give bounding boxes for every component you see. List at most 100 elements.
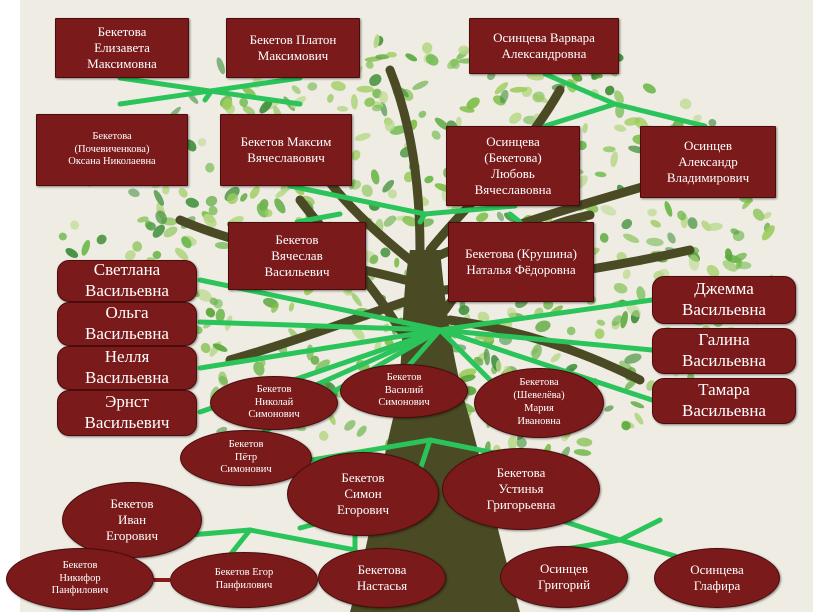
leaf (216, 57, 226, 75)
leaf (185, 197, 200, 208)
leaf (369, 74, 382, 87)
connector-line (417, 211, 428, 225)
leaf (162, 185, 170, 195)
leaf (205, 307, 216, 318)
leaf (571, 72, 583, 82)
leaf (516, 437, 527, 448)
leaf (600, 205, 617, 216)
leaf (624, 117, 640, 126)
node-beketova-mariya: Бекетова (Шевелёва) Мария Ивановна (474, 368, 604, 438)
leaf (434, 117, 450, 131)
leaf (622, 269, 631, 280)
leaf (687, 217, 698, 229)
node-nellya: Нелля Васильевна (57, 346, 197, 390)
leaf (708, 118, 717, 127)
leaf (222, 97, 233, 111)
leaf (242, 86, 256, 97)
leaf (384, 119, 395, 132)
leaf (706, 222, 723, 231)
leaf (604, 405, 614, 412)
leaf (197, 138, 207, 147)
leaf (70, 220, 80, 230)
leaf (603, 146, 616, 153)
leaf (181, 236, 192, 249)
connector-line (294, 211, 343, 225)
leaf (356, 425, 367, 437)
leaf (264, 209, 273, 218)
leaf (725, 248, 733, 262)
leaf (425, 54, 439, 66)
node-beketova-nastasya: Бекетова Настасья (318, 548, 446, 608)
leaf (132, 241, 143, 252)
node-beketov-platon: Бекетов Платон Максимович (226, 18, 360, 78)
leaf (476, 212, 489, 222)
leaf (509, 112, 522, 124)
leaf (692, 114, 702, 123)
leaf (137, 216, 149, 223)
leaf (369, 254, 379, 264)
leaf (405, 53, 418, 62)
leaf (526, 71, 545, 81)
leaf (613, 282, 628, 294)
leaf (240, 193, 248, 202)
leaf (706, 264, 720, 278)
leaf (450, 58, 460, 70)
leaf (155, 210, 168, 225)
leaf (373, 34, 380, 49)
connector-line (287, 183, 428, 217)
node-ernst: Эрнст Васильевич (57, 390, 197, 436)
leaf (174, 247, 189, 261)
connector-line (417, 437, 433, 473)
leaf (412, 80, 429, 90)
leaf (81, 239, 91, 256)
node-osintseva-varvara: Осинцева Варвара Александровна (469, 18, 619, 74)
leaf (477, 311, 490, 323)
leaf (466, 97, 480, 110)
leaf (535, 320, 551, 333)
leaf (365, 61, 374, 69)
connector-line (557, 517, 623, 543)
leaf (621, 421, 631, 431)
leaf (495, 360, 502, 373)
leaf (249, 186, 260, 199)
leaf (349, 179, 356, 190)
node-beketov-maksim: Бекетов Максим Вячеславович (220, 114, 352, 186)
leaf (387, 189, 398, 199)
leaf (677, 210, 687, 221)
leaf (274, 198, 286, 214)
node-olga: Ольга Васильевна (57, 302, 197, 346)
connector-line (542, 101, 618, 129)
leaf (431, 130, 441, 140)
node-beketov-simon: Бекетов Симон Егорович (287, 452, 439, 536)
leaf (327, 94, 334, 103)
leaf (178, 188, 188, 198)
leaf (642, 83, 656, 94)
leaf (331, 81, 346, 91)
leaf (370, 169, 380, 185)
leaf (200, 342, 211, 354)
leaf (291, 85, 301, 95)
connector-line (507, 211, 523, 225)
leaf (650, 219, 662, 228)
node-galina: Галина Васильевна (652, 328, 796, 374)
leaf (458, 45, 470, 55)
leaf (336, 105, 349, 112)
tree-branch (385, 65, 425, 255)
node-osintsev-grigoriy: Осинцев Григорий (500, 546, 628, 608)
leaf (275, 188, 288, 198)
leaf (383, 215, 397, 227)
leaf (499, 89, 509, 104)
node-beketova-natalya: Бекетова (Крушина) Наталья Фёдоровна (448, 222, 594, 302)
leaf (402, 216, 418, 227)
connector-line (437, 327, 655, 353)
leaf (203, 213, 217, 228)
leaf (205, 162, 215, 173)
leaf (594, 171, 607, 178)
leaf (351, 149, 361, 161)
leaf (96, 234, 107, 245)
node-beketov-vyacheslav: Бекетов Вячеслав Васильевич (228, 222, 366, 290)
connector-line (437, 297, 655, 333)
leaf (494, 82, 509, 95)
leaf (418, 110, 427, 118)
